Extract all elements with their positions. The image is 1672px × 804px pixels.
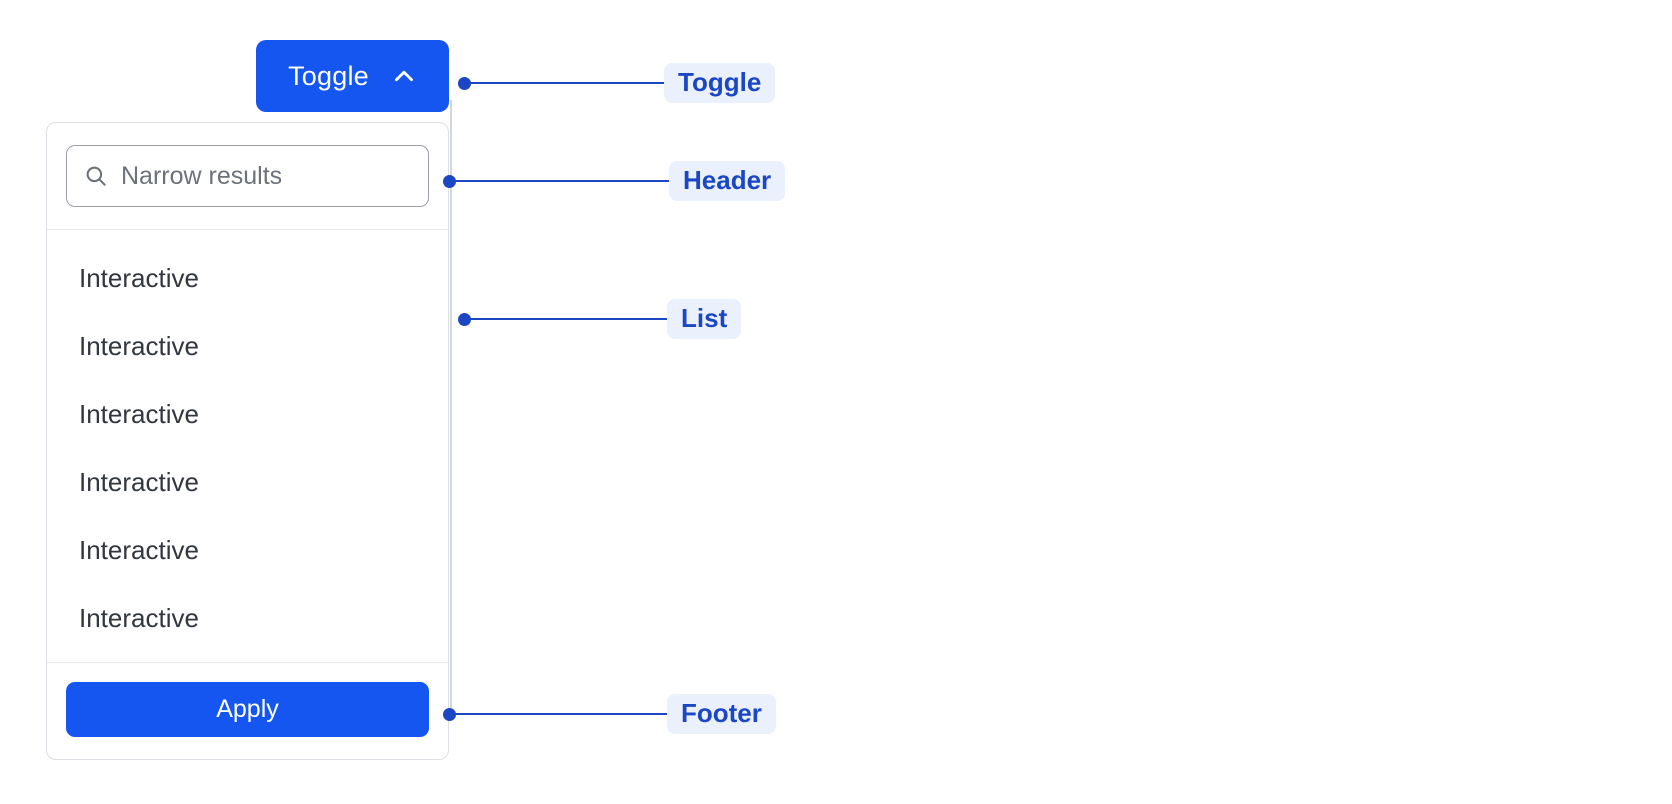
annotation-leader-line: [470, 317, 667, 321]
dropdown-panel: Interactive Interactive Interactive Inte…: [46, 122, 449, 760]
list-item[interactable]: Interactive: [47, 244, 448, 312]
list-item-label: Interactive: [79, 330, 199, 361]
dropdown-footer: Apply: [47, 663, 448, 759]
annotation-leader-line: [470, 81, 664, 85]
annotation-dot: [458, 76, 471, 90]
chevron-up-icon: [391, 63, 417, 89]
list-item[interactable]: Interactive: [47, 312, 448, 380]
list-item-label: Interactive: [79, 534, 199, 565]
dropdown-header: [47, 123, 448, 230]
annotation-dot: [443, 174, 456, 188]
annotation-list: List: [458, 298, 742, 340]
search-icon: [83, 163, 109, 189]
list-item[interactable]: Interactive: [47, 380, 448, 448]
annotation-label: Header: [669, 160, 786, 202]
search-input[interactable]: [121, 161, 412, 191]
annotation-header: Header: [443, 160, 786, 202]
annotation-leader-line: [455, 179, 669, 183]
search-box[interactable]: [66, 145, 429, 207]
list-item[interactable]: Interactive: [47, 516, 448, 584]
list-item[interactable]: Interactive: [47, 448, 448, 516]
list-item-label: Interactive: [79, 398, 199, 429]
dropdown-list: Interactive Interactive Interactive Inte…: [47, 230, 448, 663]
annotation-footer: Footer: [443, 693, 776, 735]
list-item-label: Interactive: [79, 466, 199, 497]
annotation-dot: [443, 707, 456, 721]
apply-button[interactable]: Apply: [66, 682, 429, 737]
annotation-leader-line: [455, 712, 667, 716]
list-item[interactable]: Interactive: [47, 584, 448, 652]
annotation-dot: [458, 312, 471, 326]
alignment-guide-line: [450, 100, 452, 720]
list-item-label: Interactive: [79, 602, 199, 633]
annotation-label: List: [667, 298, 742, 340]
annotation-toggle: Toggle: [458, 62, 776, 104]
toggle-button-label: Toggle: [288, 60, 369, 91]
toggle-button[interactable]: Toggle: [256, 40, 449, 112]
annotation-label: Footer: [667, 693, 776, 735]
list-item-label: Interactive: [79, 262, 199, 293]
annotation-label: Toggle: [664, 62, 776, 104]
